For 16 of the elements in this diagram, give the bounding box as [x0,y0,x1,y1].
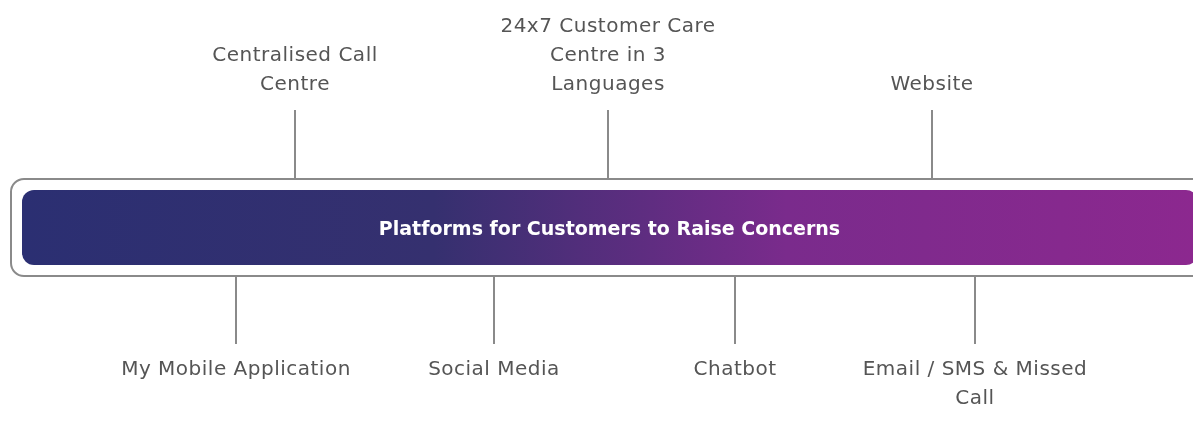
connector-line [607,109,609,179]
connector-line [235,276,237,345]
channel-label: 24x7 Customer Care Centre in 3 Languages [493,11,723,98]
connector-line [294,109,296,179]
connector-line [734,276,736,345]
channel-label: My Mobile Application [121,354,351,383]
channel-label: Email / SMS & Missed Call [860,354,1090,412]
banner-title: Platforms for Customers to Raise Concerns [377,216,842,239]
channel-label: Website [817,69,1047,98]
channel-label: Social Media [379,354,609,383]
connector-line [931,109,933,179]
channel-label: Centralised Call Centre [180,40,410,98]
banner-frame [10,178,1193,277]
channel-label: Chatbot [620,354,850,383]
connector-line [974,276,976,345]
connector-line [493,276,495,345]
